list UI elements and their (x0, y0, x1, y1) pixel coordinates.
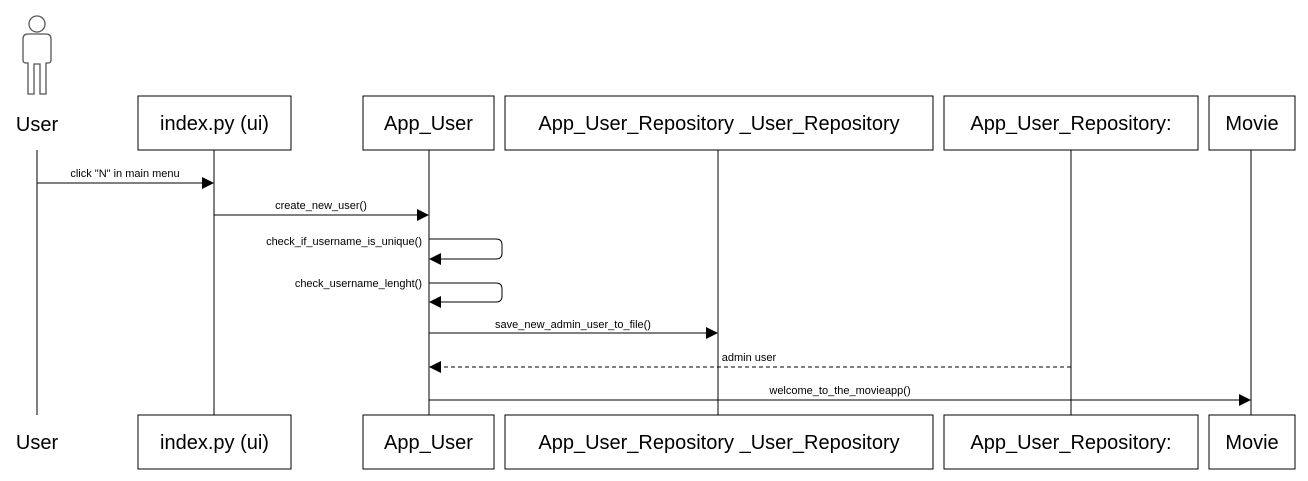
participant-repo-user-repo-label: App_User_Repository _User_Repository (538, 432, 899, 454)
message-label: welcome_to_the_movieapp() (768, 385, 910, 397)
participant-app-user-label: App_User (384, 113, 473, 135)
participant-index-label: index.py (ui) (160, 113, 269, 135)
message-label: create_new_user() (275, 200, 367, 212)
participant-repo-label: App_User_Repository: (970, 113, 1171, 135)
message-create-new-user: create_new_user() (214, 200, 429, 221)
actor-icon (22, 15, 52, 95)
participant-movie-label: Movie (1225, 113, 1278, 135)
participant-repo-label: App_User_Repository: (970, 432, 1171, 454)
participant-movie-label: Movie (1225, 432, 1278, 454)
message-label: check_if_username_is_unique() (266, 236, 422, 248)
message-label: check_username_lenght() (295, 278, 422, 290)
participant-index-label: index.py (ui) (160, 432, 269, 454)
message-admin-user-return: admin user (429, 352, 1071, 373)
message-check-length: check_username_lenght() (295, 278, 503, 308)
message-label: save_new_admin_user_to_file() (495, 319, 651, 331)
participant-repo-top: App_User_Repository: (943, 95, 1199, 151)
participant-repo-user-repo-top: App_User_Repository _User_Repository (504, 95, 934, 151)
self-call-arrow (429, 282, 503, 308)
participant-app-user-top: App_User (362, 95, 495, 151)
message-check-unique: check_if_username_is_unique() (266, 236, 503, 265)
message-label: admin user (722, 352, 777, 364)
participant-movie-top: Movie (1208, 95, 1296, 151)
message-label: click "N" in main menu (70, 168, 179, 180)
participant-movie-bottom: Movie (1208, 414, 1296, 470)
message-save-admin: save_new_admin_user_to_file() (429, 319, 718, 339)
participant-app-user-bottom: App_User (362, 414, 495, 470)
message-click-n: click "N" in main menu (37, 168, 214, 189)
message-welcome: welcome_to_the_movieapp() (429, 385, 1251, 406)
lifelines (36, 150, 1252, 415)
participant-repo-user-repo-bottom: App_User_Repository _User_Repository (504, 414, 934, 470)
participant-user-bottom: User (16, 432, 59, 454)
participant-index-bottom: index.py (ui) (137, 414, 292, 470)
participant-app-user-label: App_User (384, 432, 473, 454)
participant-repo-bottom: App_User_Repository: (943, 414, 1199, 470)
self-call-arrow (429, 238, 503, 265)
participant-index-top: index.py (ui) (137, 95, 292, 151)
participant-repo-user-repo-label: App_User_Repository _User_Repository (538, 113, 899, 135)
participant-user-top: User (16, 114, 59, 136)
